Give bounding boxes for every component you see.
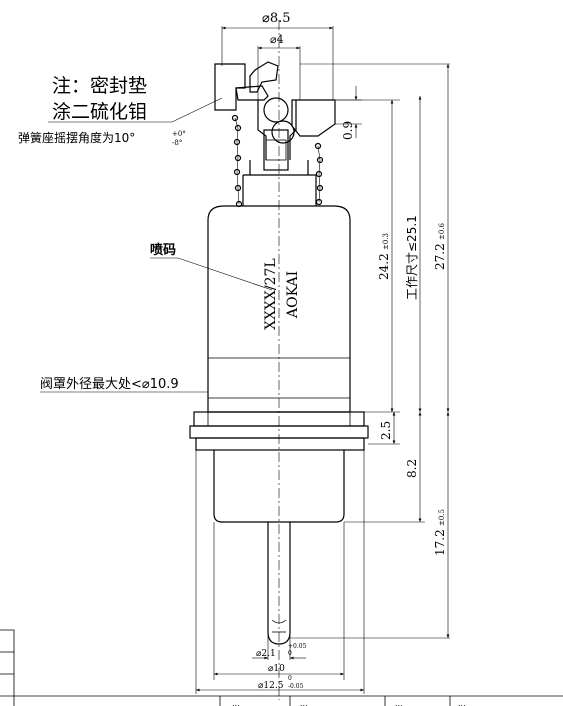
valve-housing xyxy=(207,205,351,413)
spray-code-label: 喷码 xyxy=(150,242,176,258)
label-d09: 0.9 xyxy=(341,121,355,140)
label-h272-tol: ±0.6 xyxy=(438,222,446,240)
label-h172: 17.2 xyxy=(433,529,447,556)
seal-note-line2: 涂二硫化钼 xyxy=(52,101,147,123)
lower-stem xyxy=(213,450,345,645)
top-seal-assembly xyxy=(214,61,336,208)
label-d21-tol-minus: 0 xyxy=(288,650,292,657)
label-h82: 8.2 xyxy=(405,459,419,478)
dim-d85 xyxy=(221,26,334,100)
label-h25: 2.5 xyxy=(379,421,393,440)
label-d21-tol-plus: +0.05 xyxy=(288,643,307,650)
shell-note: 阀罩外径最大处<⌀10.9 xyxy=(40,377,179,392)
spring-note: 弹簧座摇摆角度为10° xyxy=(18,130,135,145)
label-h272: 27.2 xyxy=(433,243,447,270)
marking-line2: AOKAI xyxy=(285,271,301,319)
dim-bottom xyxy=(195,450,365,694)
label-work-size: 工作尺寸≤25.1 xyxy=(405,215,419,300)
label-d21: ⌀2.1 xyxy=(256,649,276,659)
label-d10: ⌀10 xyxy=(268,664,285,674)
flange xyxy=(189,411,369,451)
marking-line1: XXXX/27L xyxy=(263,258,279,330)
spring-tol-plus: +0° xyxy=(172,130,186,138)
title-cell-3: ... xyxy=(395,699,403,706)
dim-d4 xyxy=(257,46,301,100)
label-d85: ⌀8.5 xyxy=(262,11,291,26)
title-block xyxy=(0,629,563,706)
spring-tol-minus: -8° xyxy=(172,139,182,147)
label-d125: ⌀12.5 xyxy=(258,681,284,691)
label-h242: 24.2 xyxy=(377,253,391,280)
title-cell-4: ... xyxy=(458,699,466,706)
leader-spray xyxy=(150,257,273,291)
title-cell-1: ... xyxy=(232,699,240,706)
label-d125-tol-plus: 0 xyxy=(288,675,292,682)
label-h242-tol: ±0.3 xyxy=(382,233,390,250)
seal-note-line1: 注：密封垫 xyxy=(52,75,147,97)
leader-seal xyxy=(48,97,223,123)
label-d125-tol-minus: -0.05 xyxy=(288,683,304,690)
label-h172-tol: ±0.5 xyxy=(438,509,446,526)
label-d4: ⌀4 xyxy=(270,33,284,46)
title-cell-2: ... xyxy=(300,699,308,706)
